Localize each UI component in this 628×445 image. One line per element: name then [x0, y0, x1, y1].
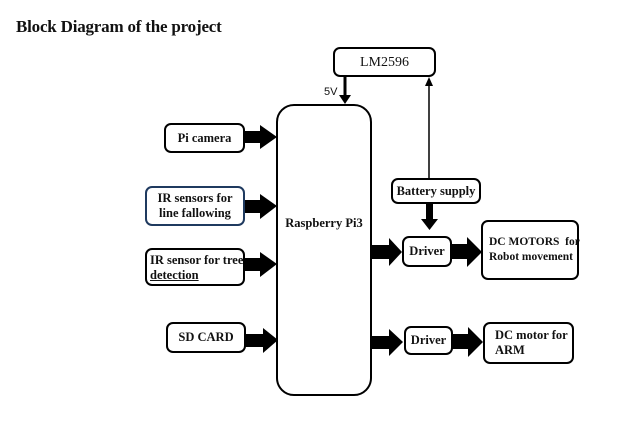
ir-line-label-2: line fallowing	[159, 206, 231, 220]
pi-camera-block: Pi camera	[164, 123, 245, 153]
arrow-pi-to-driver-1	[370, 238, 402, 266]
sd-card-block: SD CARD	[166, 322, 246, 353]
dc-motors-label-1: DC MOTORS for	[489, 236, 580, 248]
driver-2-label: Driver	[410, 333, 447, 347]
lm2596-block: LM2596	[333, 47, 436, 77]
arrow-pi-camera	[244, 125, 277, 149]
raspberry-pi-block: Raspberry Pi3	[276, 104, 372, 396]
driver-1-block: Driver	[402, 236, 452, 267]
driver-1-label: Driver	[409, 244, 445, 258]
dc-motors-block: DC MOTORS for Robot movement	[481, 220, 580, 280]
arrow-sd-card	[244, 328, 278, 353]
ir-tree-detection-block: IR sensor for tree detection	[145, 248, 245, 286]
arrowhead-5v	[339, 95, 351, 104]
battery-supply-block: Battery supply	[391, 178, 481, 204]
arrow-driver-1-to-motors	[450, 237, 482, 267]
arrow-ir-line	[244, 194, 277, 219]
arrow-ir-tree	[244, 252, 277, 277]
pi-camera-label: Pi camera	[177, 130, 232, 145]
ir-tree-label-1: IR sensor for tree	[150, 253, 244, 267]
dc-motors-label-2: Robot movement	[489, 251, 573, 263]
dc-arm-label-2: ARM	[495, 343, 525, 357]
dc-arm-label-1: DC motor for	[495, 328, 568, 342]
arrow-driver-2-to-arm	[452, 327, 483, 357]
battery-supply-label: Battery supply	[396, 183, 476, 198]
ir-line-label-1: IR sensors for	[157, 191, 233, 205]
arrow-pi-to-driver-2	[372, 329, 403, 356]
lm2596-label: LM2596	[360, 54, 409, 70]
arrow-battery-to-driver-shaft	[426, 203, 433, 220]
raspberry-pi-label: Raspberry Pi3	[285, 215, 363, 230]
voltage-label: 5V	[324, 86, 338, 98]
ir-line-following-block: IR sensors for line fallowing	[145, 186, 245, 226]
driver-2-block: Driver	[404, 326, 453, 355]
arrowhead-lm2596	[425, 77, 433, 86]
arrowhead-battery-to-driver	[421, 219, 438, 230]
dc-arm-block: DC motor for ARM	[483, 322, 574, 364]
sd-card-label: SD CARD	[178, 330, 234, 344]
ir-tree-label-2: detection	[150, 268, 199, 282]
diagram-title: Block Diagram of the project	[16, 17, 222, 36]
